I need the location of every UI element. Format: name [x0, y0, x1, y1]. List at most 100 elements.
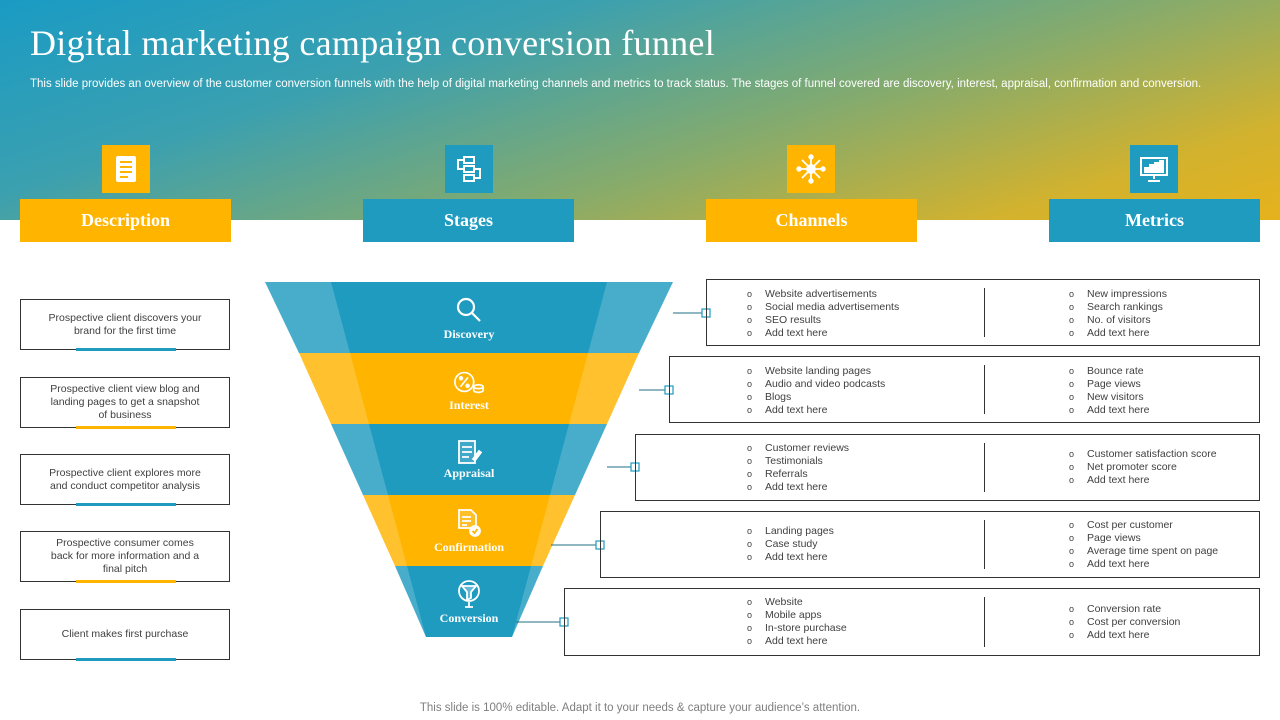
funnel-layer-appraisal [331, 424, 607, 495]
metrics-list: Cost per customer Page views Average tim… [1069, 519, 1218, 571]
metric-item: Conversion rate [1069, 603, 1180, 616]
metric-item: Page views [1069, 378, 1149, 391]
channel-item: SEO results [747, 314, 899, 327]
channels-metrics-box-conversion: Website Mobile apps In-store purchase Ad… [564, 588, 1260, 656]
channel-item: Add text here [747, 404, 885, 417]
metrics-list: Bounce rate Page views New visitors Add … [1069, 365, 1149, 417]
divider [984, 597, 985, 647]
footer-note: This slide is 100% editable. Adapt it to… [419, 702, 861, 714]
metric-item: Customer satisfaction score [1069, 448, 1217, 461]
channel-item: Add text here [747, 551, 834, 564]
divider [984, 443, 985, 492]
channels-list: Website landing pages Audio and video po… [747, 365, 885, 417]
metric-item: New impressions [1069, 288, 1167, 301]
checklist-icon [453, 437, 485, 469]
funnel-layer-discovery [265, 282, 673, 353]
accent-bar [76, 658, 176, 661]
channel-item: Add text here [747, 635, 847, 648]
accent-bar [76, 580, 176, 583]
channels-list: Website Mobile apps In-store purchase Ad… [747, 596, 847, 648]
metrics-list: Customer satisfaction score Net promoter… [1069, 448, 1217, 487]
header-banner [0, 0, 1280, 220]
channel-item: Website [747, 596, 847, 609]
channel-item: Referrals [747, 468, 849, 481]
channel-item: Website landing pages [747, 365, 885, 378]
header-channels: Channels [706, 199, 917, 242]
channel-item: Website advertisements [747, 288, 899, 301]
header-description: Description [20, 199, 231, 242]
channels-list: Landing pages Case study Add text here [747, 525, 834, 564]
metric-item: Cost per conversion [1069, 616, 1180, 629]
channel-item: Mobile apps [747, 609, 847, 622]
channel-item: In-store purchase [747, 622, 847, 635]
stage-label-appraisal: Appraisal [443, 466, 495, 480]
slide-subtitle: This slide provides an overview of the c… [30, 78, 1202, 90]
metric-item: Add text here [1069, 629, 1180, 642]
network-hub-icon [787, 145, 835, 193]
funnel-layer-confirmation [363, 495, 575, 566]
funnel-highlight-right [512, 282, 673, 637]
metric-item: Cost per customer [1069, 519, 1218, 532]
metric-item: Add text here [1069, 558, 1218, 571]
metric-item: Net promoter score [1069, 461, 1217, 474]
channels-list: Website advertisements Social media adve… [747, 288, 899, 340]
metrics-list: Conversion rate Cost per conversion Add … [1069, 603, 1180, 642]
channel-item: Landing pages [747, 525, 834, 538]
description-text: Prospective client view blog and landing… [50, 383, 200, 421]
description-text: Prospective consumer comes back for more… [50, 537, 200, 575]
metric-item: Add text here [1069, 404, 1149, 417]
funnel-layer-interest [299, 353, 639, 424]
accent-bar [76, 348, 176, 351]
accent-bar [76, 503, 176, 506]
channels-metrics-box-interest: Website landing pages Audio and video po… [669, 356, 1260, 423]
divider [984, 365, 985, 414]
stage-label-interest: Interest [449, 398, 489, 412]
description-box-conversion: Client makes first purchase [20, 609, 230, 661]
stage-label-confirmation: Confirmation [434, 540, 504, 554]
metrics-list: New impressions Search rankings No. of v… [1069, 288, 1167, 340]
metric-item: Page views [1069, 532, 1218, 545]
divider [984, 288, 985, 337]
channel-item: Audio and video podcasts [747, 378, 885, 391]
header-stages: Stages [363, 199, 574, 242]
channels-metrics-box-confirmation: Landing pages Case study Add text here C… [600, 511, 1260, 578]
description-text: Prospective client discovers your brand … [48, 311, 202, 337]
metric-item: Add text here [1069, 327, 1167, 340]
metric-item: Bounce rate [1069, 365, 1149, 378]
percent-coins-icon [453, 366, 485, 398]
channels-list: Customer reviews Testimonials Referrals … [747, 442, 849, 494]
metric-item: Average time spent on page [1069, 545, 1218, 558]
channel-item: Customer reviews [747, 442, 849, 455]
accent-bar [76, 426, 176, 429]
funnel-highlight-left [265, 282, 426, 637]
description-box-discovery: Prospective client discovers your brand … [20, 299, 230, 351]
metric-item: New visitors [1069, 391, 1149, 404]
monitor-chart-icon [1130, 145, 1178, 193]
description-text: Client makes first purchase [61, 628, 189, 640]
metric-item: No. of visitors [1069, 314, 1167, 327]
description-box-confirmation: Prospective consumer comes back for more… [20, 531, 230, 583]
description-box-interest: Prospective client view blog and landing… [20, 377, 230, 429]
channel-item: Social media advertisements [747, 301, 899, 314]
document-check-icon [453, 507, 485, 539]
channel-item: Testimonials [747, 455, 849, 468]
document-icon [102, 145, 150, 193]
channel-item: Blogs [747, 391, 885, 404]
description-text: Prospective client explores more and con… [49, 466, 201, 492]
channel-item: Add text here [747, 481, 849, 494]
stage-label-discovery: Discovery [443, 327, 495, 341]
divider [984, 520, 985, 569]
channel-item: Add text here [747, 327, 899, 340]
money-funnel-icon [453, 578, 485, 610]
channels-metrics-box-discovery: Website advertisements Social media adve… [706, 279, 1260, 346]
slide-title: Digital marketing campaign conversion fu… [30, 23, 716, 63]
channel-item: Case study [747, 538, 834, 551]
stage-label-conversion: Conversion [439, 611, 499, 625]
magnifier-icon [453, 294, 485, 326]
channels-metrics-box-appraisal: Customer reviews Testimonials Referrals … [635, 434, 1260, 501]
header-metrics: Metrics [1049, 199, 1260, 242]
flowchart-icon [445, 145, 493, 193]
description-box-appraisal: Prospective client explores more and con… [20, 454, 230, 506]
metric-item: Add text here [1069, 474, 1217, 487]
